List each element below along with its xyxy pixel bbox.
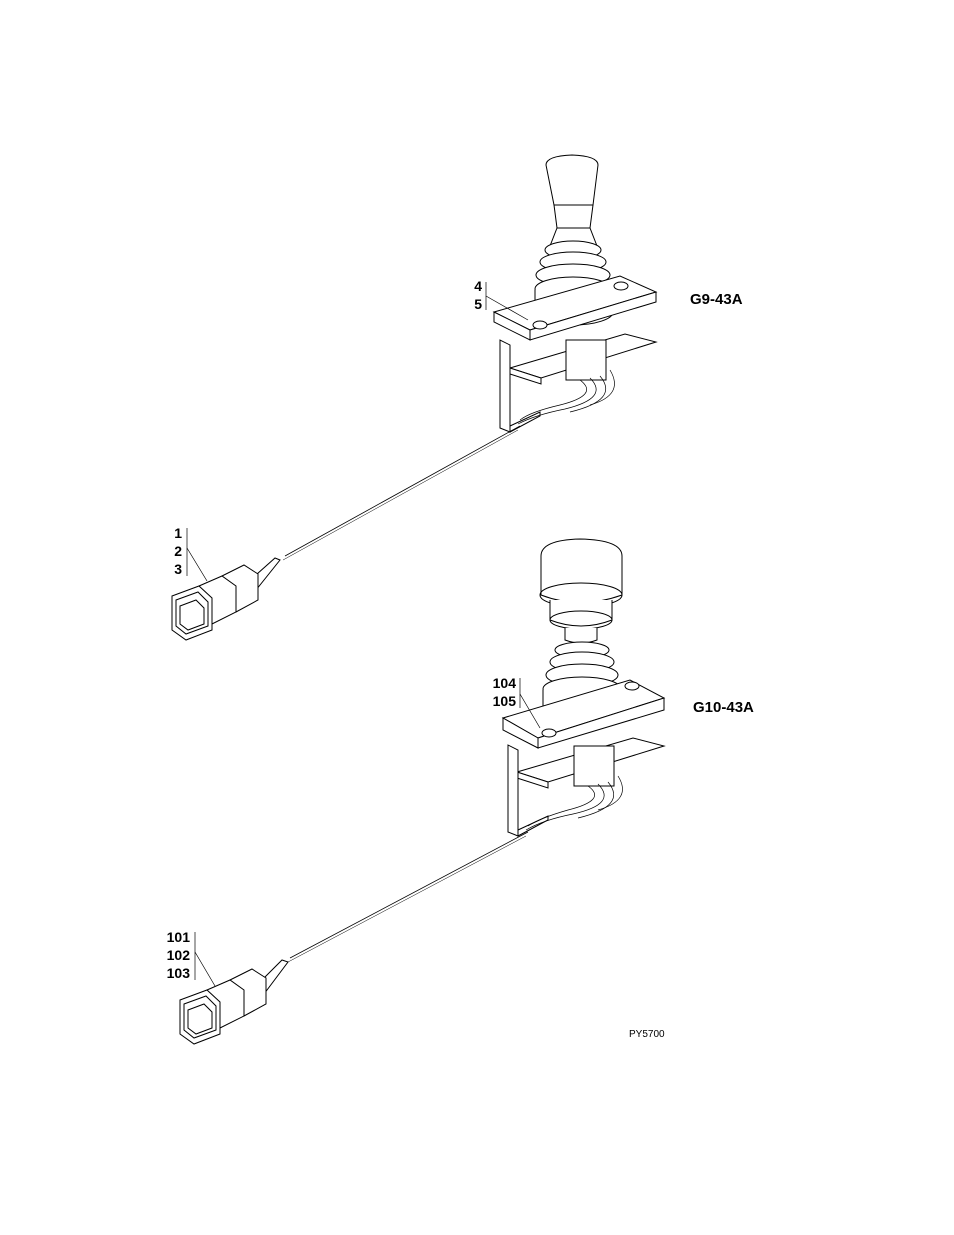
- callout-3: 3: [160, 560, 182, 578]
- model-label-g10: G10-43A: [693, 699, 754, 716]
- cable-g10: [290, 832, 528, 958]
- callout-105: 105: [482, 692, 516, 710]
- connector-callouts-g10: 101 102 103: [156, 928, 190, 982]
- callout-104: 104: [482, 674, 516, 692]
- callout-103: 103: [156, 964, 190, 982]
- drawing-reference: PY5700: [629, 1029, 665, 1040]
- mount-callouts-g9: 4 5: [464, 277, 482, 313]
- cable-g9: [285, 426, 520, 556]
- callout-5: 5: [464, 295, 482, 313]
- callout-1: 1: [160, 524, 182, 542]
- connector-g10-icon: [180, 960, 288, 1044]
- model-label-g9: G9-43A: [690, 291, 743, 308]
- connector-callouts-g9: 1 2 3: [160, 524, 182, 578]
- joystick-g9-icon: [494, 155, 656, 432]
- connector-g9-icon: [172, 558, 280, 640]
- callout-101: 101: [156, 928, 190, 946]
- callout-102: 102: [156, 946, 190, 964]
- mount-callouts-g10: 104 105: [482, 674, 516, 710]
- callout-4: 4: [464, 277, 482, 295]
- joystick-g10-icon: [503, 539, 664, 836]
- callout-2: 2: [160, 542, 182, 560]
